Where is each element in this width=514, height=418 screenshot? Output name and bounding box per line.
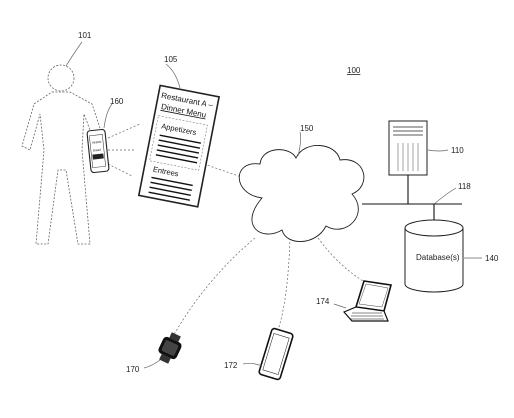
- link-cloud-to-watch: [171, 237, 256, 339]
- label-laptop: 174: [316, 297, 330, 306]
- laptop: [342, 280, 393, 322]
- wired-link: [362, 175, 462, 222]
- cloud-network: [238, 145, 365, 242]
- label-network: 150: [300, 124, 314, 133]
- laptop-leader: [333, 303, 347, 309]
- label-watch: 170: [126, 365, 140, 374]
- label-tablet: 172: [224, 361, 238, 370]
- phone-leader: [103, 103, 113, 129]
- user-head: [47, 64, 75, 92]
- menu-leader: [165, 63, 181, 89]
- label-link: 118: [458, 182, 471, 191]
- restaurant-menu: Restaurant A – Dinner Menu Appetizers En…: [137, 84, 221, 208]
- tablet-leader: [242, 362, 263, 367]
- menu-appetizer-lines: [155, 134, 202, 164]
- label-system: 100: [347, 66, 361, 75]
- link-phone-to-menu-2: [107, 163, 133, 177]
- menu-appetizers-box: [149, 115, 208, 171]
- mobile-phone: Appetz Bread: [86, 128, 110, 174]
- user-leader: [65, 41, 83, 67]
- server-leader: [427, 149, 449, 152]
- label-menu: 105: [164, 55, 178, 64]
- menu-entree-lines: [148, 176, 193, 201]
- database-label: Database(s): [416, 253, 460, 262]
- link-leader: [433, 187, 457, 205]
- watch-leader: [143, 359, 161, 369]
- link-cloud-to-tablet: [277, 237, 291, 331]
- link-cloud-to-laptop: [317, 237, 369, 285]
- smart-watch: [158, 332, 182, 364]
- link-phone-to-menu: [107, 123, 141, 139]
- server: [388, 120, 428, 176]
- database-cylinder: [404, 219, 464, 293]
- cloud-leader: [297, 131, 302, 157]
- label-user: 101: [78, 31, 92, 40]
- label-server: 110: [451, 146, 464, 155]
- phone-text-1: Appetz: [92, 140, 102, 145]
- label-phone: 160: [110, 97, 124, 106]
- label-database: 140: [485, 254, 499, 263]
- tablet: [258, 327, 294, 381]
- phone-text-2: Bread: [93, 148, 102, 153]
